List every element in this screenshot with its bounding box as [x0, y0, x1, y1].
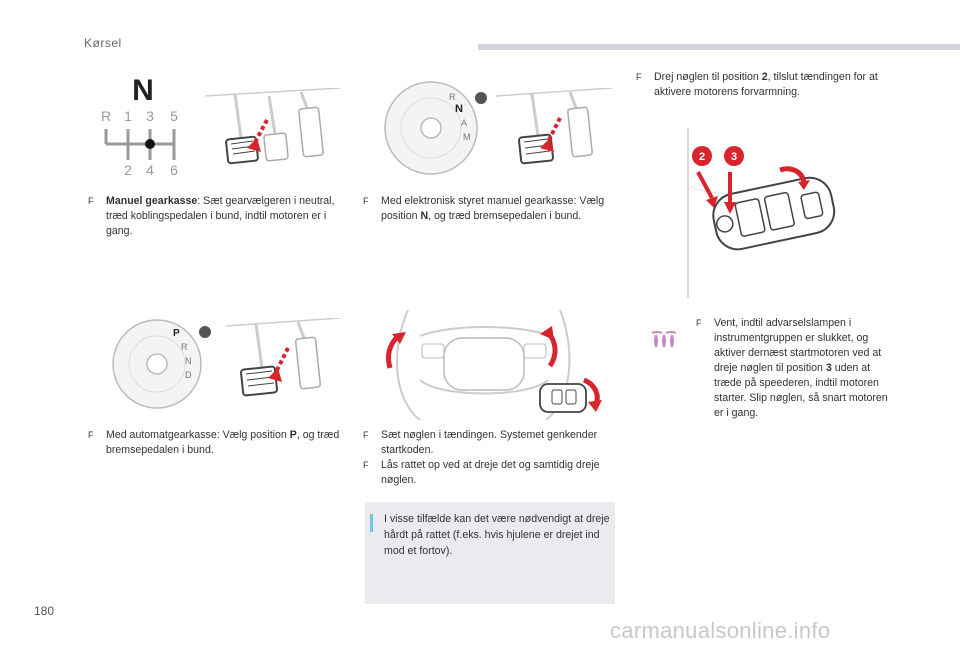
glow-plug-warning-icon	[650, 329, 678, 351]
paragraph-automatic-gearbox: F Med automatgearkasse: Vælg position P,…	[88, 428, 340, 458]
paragraph-wait-warning-lamp: F Vent, indtil advarselslampen i instrum…	[696, 316, 894, 421]
note-text: I visse tilfælde kan det være nødvendigt…	[384, 513, 610, 557]
electronic-text-a: Med elektronisk styret manuel gearkasse:…	[381, 195, 605, 222]
gear-label-2: 2	[124, 162, 132, 178]
gear-neutral-letter: N	[132, 74, 154, 107]
paragraph-insert-key: F Sæt nøglen i tændingen. Systemet genke…	[363, 428, 613, 458]
turn-key-text-a: Drej nøglen til position	[654, 71, 762, 83]
gear-label-4: 4	[146, 162, 154, 178]
key-step-2-badge: 2	[699, 151, 705, 163]
bullet-marker: F	[88, 196, 94, 206]
dial-manual-r: R	[449, 92, 456, 102]
wait-position-3: 3	[825, 362, 832, 374]
key-fob-illustration: 2 3	[632, 126, 842, 300]
automatic-text-b: , og træd bremsepedalen i bund.	[106, 429, 340, 456]
watermark: carmanualsonline.info	[610, 618, 831, 643]
turn-key-position-2: 2	[761, 71, 768, 83]
gear-selector-dial-auto: P R N D	[105, 310, 217, 414]
gear-selector-dial-manual: R N A M	[383, 76, 493, 180]
gear-label-r: R	[101, 108, 111, 124]
header-bar	[478, 44, 960, 50]
gear-label-6: 6	[170, 162, 178, 178]
dial-manual-n: N	[455, 103, 463, 115]
page-number: 180	[34, 604, 55, 618]
dial-auto-d: D	[185, 370, 192, 380]
wait-text-b: uden at træde på speederen, indtil motor…	[714, 362, 888, 419]
manual-gearbox-text: : Sæt gearvælgeren i neutral, træd kobli…	[106, 195, 335, 237]
key-step-3-badge: 3	[731, 151, 737, 163]
unlock-wheel-text: Lås rattet op ved at dreje det og samtid…	[381, 459, 600, 486]
pedals-brake-illustration-1	[496, 88, 612, 178]
automatic-text-a: Med automatgearkasse: Vælg position	[106, 429, 290, 441]
electronic-text-b: , og træd bremsepedalen i bund.	[428, 210, 582, 222]
bullet-marker: F	[363, 460, 369, 470]
dial-auto-n: N	[185, 356, 192, 366]
paragraph-electronic-gearbox: F Med elektronisk styret manuel gearkass…	[363, 194, 615, 224]
dial-auto-p: P	[173, 328, 180, 339]
section-title: Kørsel	[84, 36, 122, 50]
steering-wheel-illustration	[380, 310, 610, 420]
bullet-marker: F	[696, 318, 702, 328]
insert-key-text: Sæt nøglen i tændingen. Systemet genkend…	[381, 429, 598, 456]
gear-shift-diagram: N R 1 3 5 2 4 6	[98, 74, 188, 178]
gear-label-1: 1	[124, 108, 132, 124]
wait-text-a: Vent, indtil advarselslampen i instrumen…	[714, 317, 882, 374]
dial-manual-m: M	[463, 132, 471, 142]
gear-label-5: 5	[170, 108, 178, 124]
note-box	[365, 502, 615, 604]
info-icon	[370, 514, 373, 532]
paragraph-manual-gearbox: F Manuel gearkasse: Sæt gearvælgeren i n…	[88, 194, 338, 239]
paragraph-unlock-wheel: F Lås rattet op ved at dreje det og samt…	[363, 458, 613, 488]
pedals-clutch-illustration	[205, 88, 340, 178]
dial-auto-r: R	[181, 342, 188, 352]
electronic-position-n: N	[420, 210, 429, 222]
bullet-marker: F	[88, 430, 94, 440]
pedals-brake-illustration-2	[226, 318, 340, 408]
automatic-position-p: P	[289, 429, 297, 441]
manual-gearbox-label: Manuel gearkasse	[106, 195, 198, 207]
turn-key-text-b: , tilslut tændingen for at aktivere moto…	[654, 71, 878, 98]
bullet-marker: F	[636, 72, 642, 82]
gear-label-3: 3	[146, 108, 154, 124]
bullet-marker: F	[363, 430, 369, 440]
bullet-marker: F	[363, 196, 369, 206]
dial-manual-a: A	[461, 118, 467, 128]
paragraph-turn-key: F Drej nøglen til position 2, tilslut tæ…	[636, 70, 888, 100]
